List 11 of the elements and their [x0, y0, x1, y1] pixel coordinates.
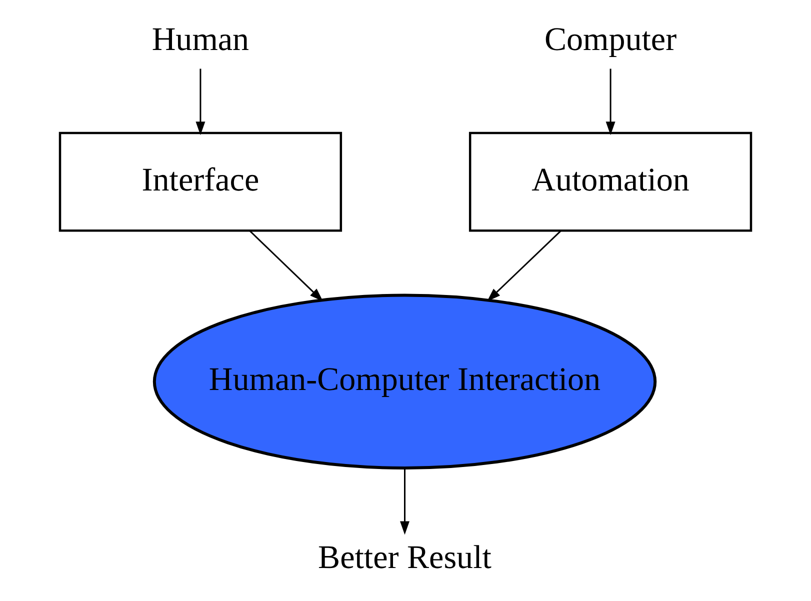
node-box: Interface — [58, 132, 342, 232]
node-text: Human — [152, 22, 250, 58]
arrow — [400, 468, 410, 535]
node-text: Computer — [544, 22, 677, 58]
arrow — [606, 68, 616, 136]
node-box: Automation — [468, 132, 752, 232]
arrow — [486, 230, 562, 302]
node-text: Better Result — [318, 540, 492, 576]
arrow — [249, 230, 324, 302]
node-ellipse: Human-Computer Interaction — [152, 294, 657, 470]
arrow — [196, 68, 206, 136]
